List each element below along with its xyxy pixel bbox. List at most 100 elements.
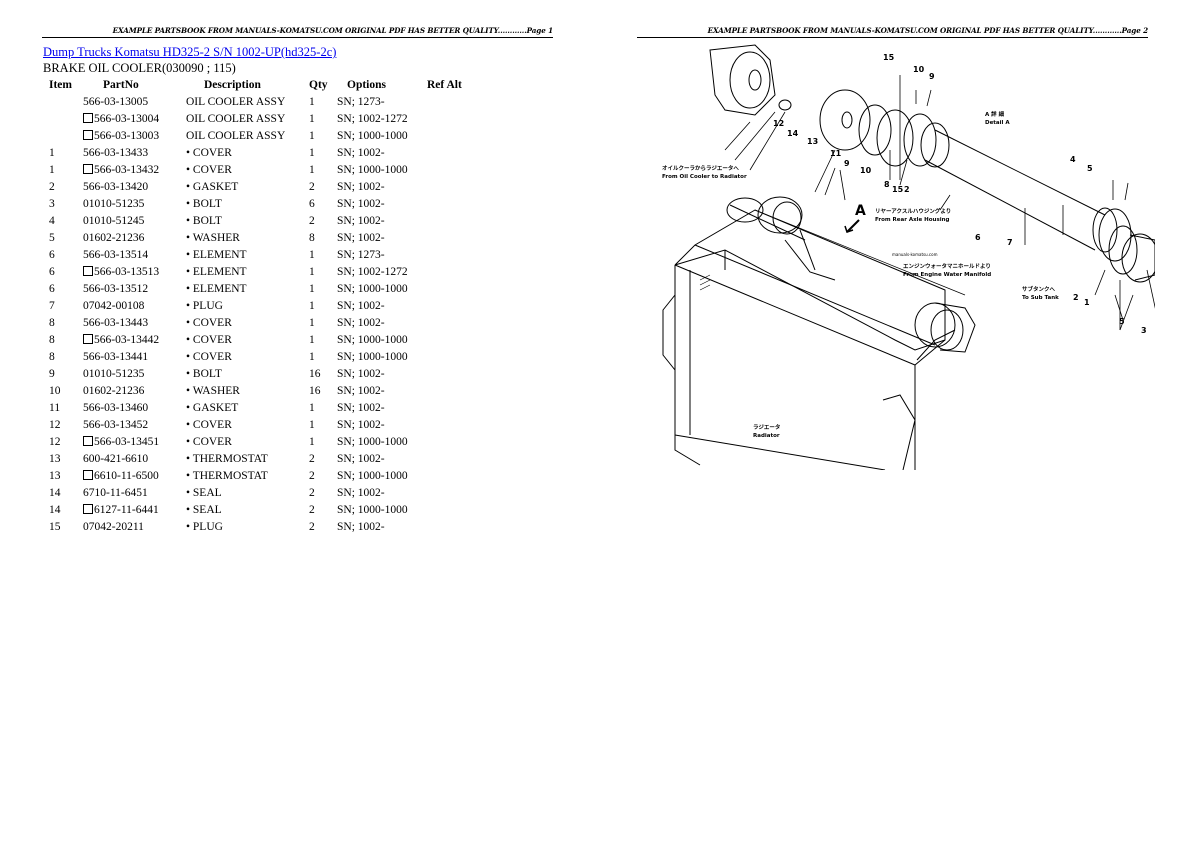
label-sub-tank: サブタンクへ To Sub Tank (1022, 286, 1059, 302)
cell-partno: 01602-21236 (83, 229, 186, 246)
cell-qty: 2 (309, 484, 331, 501)
cell-description: • PLUG (186, 297, 309, 314)
cell-partno: 07042-20211 (83, 518, 186, 535)
cell-item-text: 2 (49, 180, 55, 193)
cell-description-text: • ELEMENT (186, 282, 247, 295)
view-arrow-label: A (855, 203, 866, 219)
cell-qty-text: 2 (309, 469, 315, 482)
cell-description: • PLUG (186, 518, 309, 535)
cell-partno-text: 566-03-13451 (94, 435, 160, 448)
cell-ref-alt (427, 93, 477, 110)
leader-lines (724, 75, 1161, 331)
callout-5: 5 (1087, 164, 1093, 173)
cell-qty: 1 (309, 314, 331, 331)
cell-item: 8 (43, 348, 83, 365)
cell-ref-alt (427, 399, 477, 416)
cell-item: 6 (43, 263, 83, 280)
cell-description-text: • THERMOSTAT (186, 469, 268, 482)
cell-options-text: SN; 1000-1000 (337, 333, 408, 346)
cooler-tube (709, 44, 1159, 283)
cell-qty: 6 (309, 195, 331, 212)
cell-options: SN; 1000-1000 (331, 280, 427, 297)
cell-item: 5 (43, 229, 83, 246)
label-from-oil-cooler: オイルクーラからラジエータへ From Oil Cooler to Radiat… (662, 165, 747, 181)
cell-partno-text: 566-03-13441 (83, 350, 149, 363)
watermark-label: manuals-komatsu.com (892, 252, 938, 257)
cell-qty-text: 6 (309, 197, 315, 210)
label-rear-axle-jp: リヤーアクスルハウジングより (875, 209, 952, 215)
cell-partno: 566-03-13513 (83, 263, 186, 280)
cell-partno: 566-03-13443 (83, 314, 186, 331)
cell-qty: 2 (309, 518, 331, 535)
cell-options: SN; 1002- (331, 365, 427, 382)
cell-options: SN; 1002- (331, 518, 427, 535)
cell-options: SN; 1000-1000 (331, 348, 427, 365)
cell-partno-text: 07042-20211 (83, 520, 144, 533)
cell-options-text: SN; 1273- (337, 95, 385, 108)
cell-description-text: OIL COOLER ASSY (186, 129, 286, 142)
cell-partno: 566-03-13442 (83, 331, 186, 348)
cell-ref-alt (427, 518, 477, 535)
cell-item-text: 8 (49, 350, 55, 363)
cell-item: 8 (43, 314, 83, 331)
callout-14: 14 (787, 129, 799, 138)
table-header-row: Item PartNo Description Qty Options Ref … (43, 77, 477, 93)
cell-partno: 566-03-13433 (83, 144, 186, 161)
cell-item: 3 (43, 195, 83, 212)
cell-qty: 1 (309, 110, 331, 127)
cell-item: 14 (43, 484, 83, 501)
cell-options-text: SN; 1002- (337, 316, 385, 329)
radiator-drawing (662, 209, 966, 471)
cell-options: SN; 1273- (331, 93, 427, 110)
cell-options-text: SN; 1273- (337, 248, 385, 261)
cell-qty-text: 1 (309, 350, 315, 363)
cell-qty: 1 (309, 93, 331, 110)
cell-description-text: • BOLT (186, 367, 222, 380)
cell-qty-text: 1 (309, 316, 315, 329)
cell-description-text: OIL COOLER ASSY (186, 95, 286, 108)
cell-partno: 6710-11-6451 (83, 484, 186, 501)
cell-partno-text: 566-03-13452 (83, 418, 149, 431)
cell-options: SN; 1000-1000 (331, 501, 427, 518)
cell-partno: 01602-21236 (83, 382, 186, 399)
alternate-part-box-icon (83, 112, 93, 123)
cell-options-text: SN; 1002- (337, 401, 385, 414)
model-title-link[interactable]: Dump Trucks Komatsu HD325-2 S/N 1002-UP(… (43, 45, 337, 59)
cell-item: 12 (43, 433, 83, 450)
cell-options: SN; 1002-1272 (331, 110, 427, 127)
cell-item: 12 (43, 416, 83, 433)
upper-hose-assembly (726, 196, 836, 281)
cell-qty: 1 (309, 246, 331, 263)
cell-item (43, 110, 83, 127)
cell-item-text: 13 (49, 452, 61, 465)
cell-item-text: 6 (49, 265, 55, 278)
callout-13: 13 (807, 137, 819, 146)
cell-description-text: • PLUG (186, 520, 223, 533)
page-banner: EXAMPLE PARTSBOOK FROM MANUALS-KOMATSU.C… (637, 25, 1148, 38)
page-1: EXAMPLE PARTSBOOK FROM MANUALS-KOMATSU.C… (42, 25, 553, 535)
parts-table: Item PartNo Description Qty Options Ref … (43, 77, 477, 535)
cell-qty-text: 16 (309, 367, 321, 380)
cell-partno: 566-03-13005 (83, 93, 186, 110)
cell-item-text: 12 (49, 435, 61, 448)
cell-qty-text: 1 (309, 299, 315, 312)
cell-partno-text: 566-03-13513 (94, 265, 160, 278)
cell-qty: 2 (309, 450, 331, 467)
alternate-part-box-icon (83, 129, 93, 140)
label-radiator: ラジエータ Radiator (753, 424, 780, 440)
cell-ref-alt (427, 382, 477, 399)
header-item: Item (49, 79, 72, 91)
cell-partno-text: 566-03-13432 (94, 163, 160, 176)
page-banner: EXAMPLE PARTSBOOK FROM MANUALS-KOMATSU.C… (42, 25, 553, 38)
cell-description-text: • COVER (186, 350, 232, 363)
cell-ref-alt (427, 263, 477, 280)
cell-qty-text: 1 (309, 248, 315, 261)
cell-options: SN; 1000-1000 (331, 161, 427, 178)
callout-15b: 15 (892, 185, 904, 194)
cell-item: 7 (43, 297, 83, 314)
cell-qty: 1 (309, 399, 331, 416)
